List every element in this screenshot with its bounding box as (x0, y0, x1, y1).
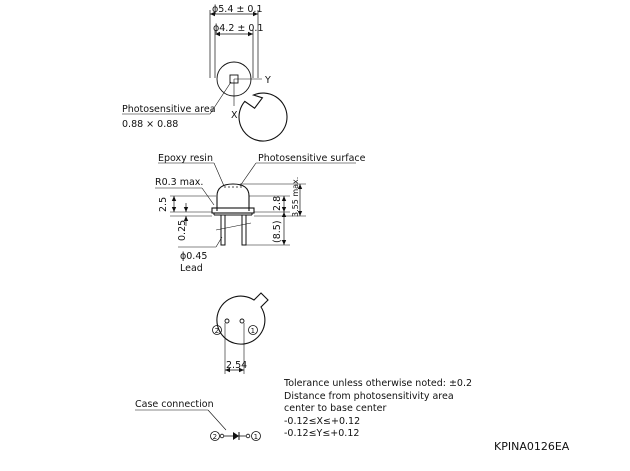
side-view: Epoxy resin Photosensitive surface R0.3 … (155, 153, 366, 274)
epoxy-resin-label: Epoxy resin (158, 153, 213, 164)
case-connection: Case connection 2 1 (135, 399, 261, 441)
case-pin2-label: 2 (213, 433, 217, 441)
note-distance: Distance from photosensitivity area (284, 390, 454, 402)
lead-left (220, 214, 226, 246)
cap-body (216, 183, 250, 211)
bottom-view: 2 1 2.54 (212, 292, 269, 374)
lead-label: Lead (180, 263, 203, 274)
dim-0-25-label: 0.25 (177, 220, 188, 241)
note-y-range: -0.12≤Y≤+0.12 (284, 428, 360, 439)
pitch-label: 2.54 (226, 360, 247, 371)
flange (211, 207, 255, 214)
axis-x-label: X (231, 110, 238, 121)
top-view: ϕ5.4 ± 0.1 ϕ4.2 ± 0.1 Y X Photosensitive… (122, 4, 288, 142)
outer-diameter-label: ϕ5.4 ± 0.1 (212, 4, 262, 15)
lead-right (241, 214, 247, 246)
dim-8-5-label: (8.5) (272, 220, 283, 243)
case-pin1-label: 1 (254, 433, 258, 441)
drawing-code: KPINA0126EA (494, 440, 570, 453)
photosensitive-surface-label: Photosensitive surface (258, 153, 366, 164)
note-center: center to base center (284, 403, 387, 414)
bottom-outline (216, 292, 269, 345)
pin2-label: 2 (215, 327, 219, 335)
dim-3-55-label: 3.55 max. (291, 177, 300, 217)
photosensitive-area-label: Photosensitive area (122, 104, 216, 115)
pin2-marker (212, 325, 222, 335)
pin1-marker (248, 325, 258, 335)
dim-2-5-label: 2.5 (158, 197, 169, 212)
package-outline (238, 92, 288, 142)
note-x-range: -0.12≤X≤+0.12 (284, 415, 361, 427)
note-tolerance: Tolerance unless otherwise noted: ±0.2 (284, 378, 473, 389)
inner-diameter-label: ϕ4.2 ± 0.1 (213, 23, 263, 34)
dim-2-8-label: 2.8 (272, 196, 283, 211)
case-connection-label: Case connection (135, 399, 214, 410)
axis-y-label: Y (264, 75, 271, 86)
radius-label: R0.3 max. (155, 177, 203, 188)
notes-block: Tolerance unless otherwise noted: ±0.2 D… (284, 378, 472, 441)
photosensitive-area-value: 0.88 × 0.88 (122, 119, 178, 130)
lead-diameter-label: ϕ0.45 (180, 251, 207, 262)
pin1-label: 1 (251, 327, 255, 335)
diode-symbol (233, 432, 239, 440)
